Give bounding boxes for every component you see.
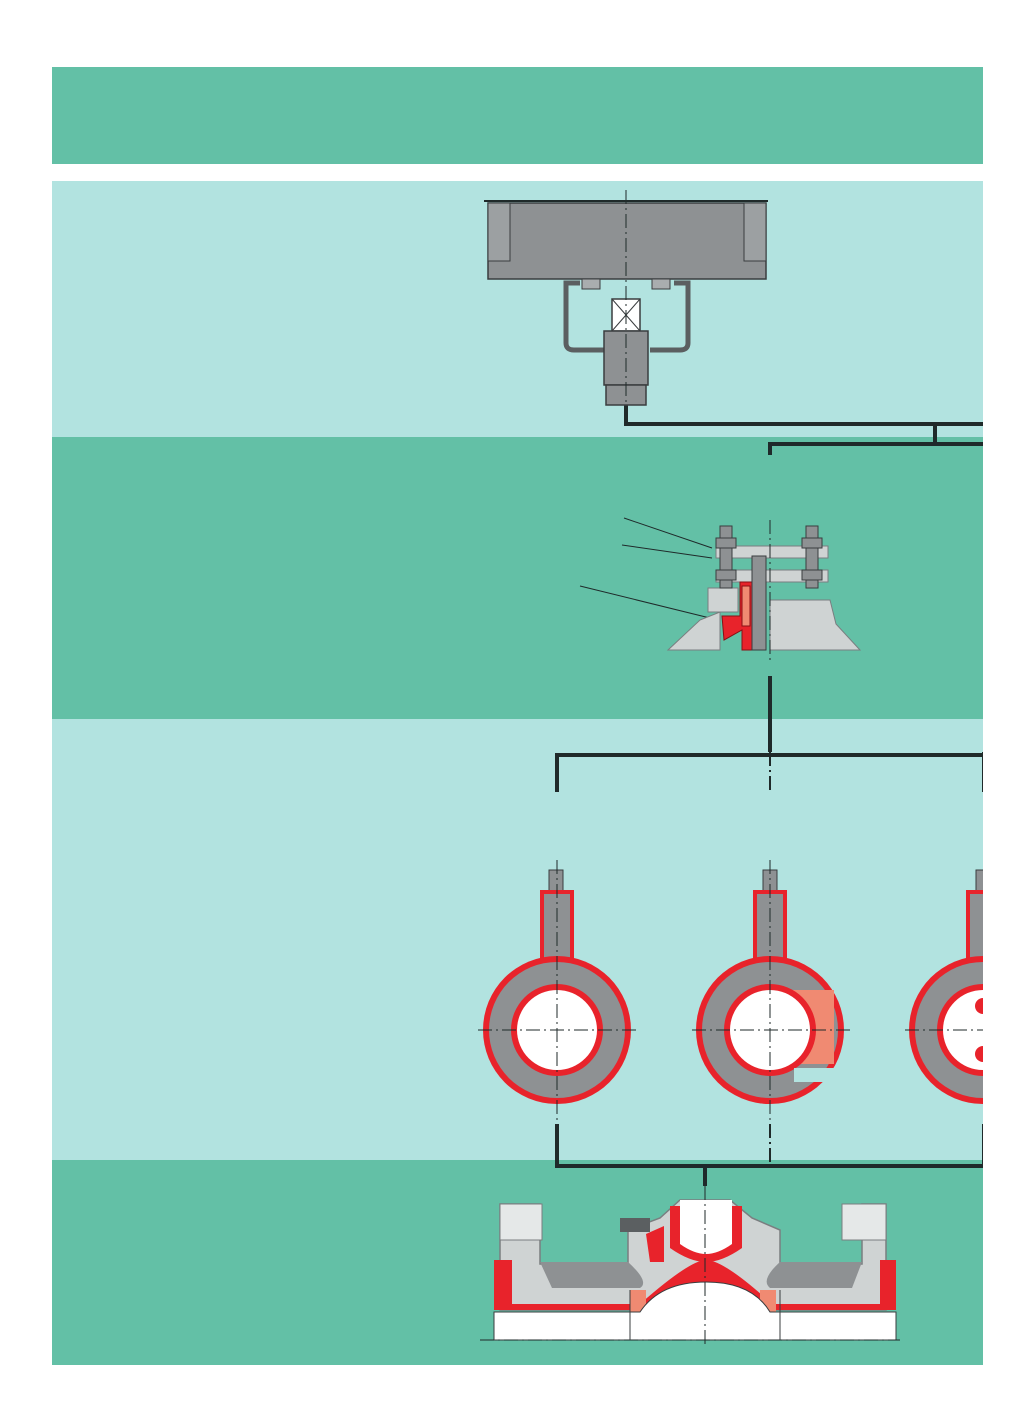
nut-right-bottom [801, 569, 823, 581]
bracket-bolt-left [581, 278, 601, 290]
connector-plug-bus [555, 753, 983, 792]
nut-left-bottom [715, 569, 737, 581]
bottom-margin-mask [0, 1365, 1024, 1408]
bonnet-clamp [620, 1218, 650, 1232]
stem [751, 555, 767, 651]
right-margin-mask [983, 700, 1024, 1408]
packing-rings [741, 585, 751, 627]
stem-seal-assembly [579, 517, 862, 660]
connector-lines [555, 404, 983, 1186]
bore-passage [493, 1281, 897, 1341]
callout-line-3 [579, 585, 719, 621]
mounting-bracket [563, 280, 691, 353]
insert-left [630, 1290, 646, 1312]
flange-right-top [841, 1203, 887, 1241]
callout-line-1 [623, 517, 713, 549]
plug-variant-1 [478, 860, 636, 1120]
gland-plate [715, 545, 829, 559]
actuator-assembly [484, 190, 768, 410]
valve-body-assembly [480, 1186, 900, 1344]
connector-branch-seal [768, 424, 983, 455]
bonnet-base [666, 611, 721, 651]
callout-line-2 [621, 544, 713, 559]
flange-left-top [499, 1203, 543, 1241]
header-band [52, 67, 983, 164]
nut-left-top [715, 537, 737, 549]
bonnet-shoulder-left [707, 587, 739, 613]
actuator-housing-flange-right [743, 202, 767, 262]
throat-bore [680, 1200, 732, 1254]
nut-right-top [801, 537, 823, 549]
plug-2-slot [794, 1068, 844, 1082]
valve-cavity-gray-right [766, 1262, 862, 1288]
plug-variant-2 [692, 860, 850, 1120]
valve-cavity-gray [540, 1262, 644, 1288]
connector-plug-return [555, 1124, 983, 1186]
connector-actuator-to-tree [624, 404, 983, 426]
bonnet-seal-liner [646, 1226, 664, 1262]
bonnet-base-right [769, 599, 862, 651]
actuator-housing [487, 202, 767, 280]
actuator-housing-flange-left [487, 202, 511, 262]
bracket-bolt-right [651, 278, 671, 290]
